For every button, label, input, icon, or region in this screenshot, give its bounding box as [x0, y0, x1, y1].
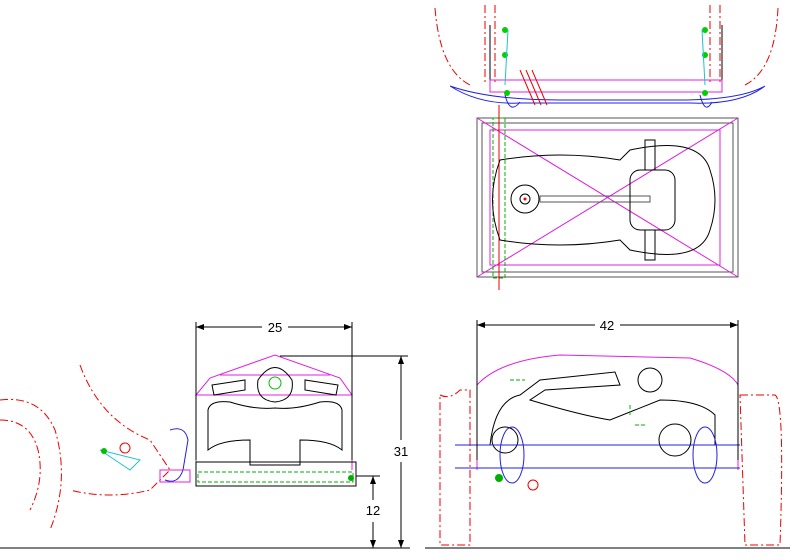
dimension-clearance: 12	[356, 475, 380, 548]
dim-length-lines	[476, 320, 739, 460]
vehicle-fender-right	[744, 7, 779, 86]
enclosure-outline	[489, 129, 721, 266]
dim-clearance-label: 12	[366, 503, 380, 518]
hitch-clamp-right	[692, 426, 718, 484]
hitch-brackets	[504, 94, 713, 108]
armrest-right	[644, 229, 656, 261]
front-view	[194, 354, 357, 487]
front-wheel-side	[491, 426, 519, 454]
dimension-width: 25	[195, 320, 353, 460]
scooter-body-top	[492, 145, 716, 255]
hitch-clamp-left	[499, 426, 525, 484]
dim-width-label: 25	[268, 320, 282, 335]
hitch-receiver	[159, 469, 191, 483]
steering-column-top	[510, 184, 540, 214]
vehicle-wheel-arc-inner	[0, 419, 41, 511]
seat-back-side	[637, 367, 663, 393]
crossbar-end-front	[348, 475, 354, 481]
support-cables	[504, 29, 706, 86]
scooter-body-side	[489, 371, 716, 446]
vehicle-fender-left	[434, 7, 471, 86]
dim-clearance-arrows	[370, 476, 376, 548]
steering-hub	[519, 193, 531, 205]
enclosure-side	[476, 354, 739, 470]
enclosure-roof-front	[194, 354, 353, 396]
tiller-arm	[539, 195, 651, 203]
clamp-markers	[510, 379, 645, 426]
hitch-bar-front	[195, 461, 357, 487]
vehicle-wheel-right	[739, 394, 783, 546]
rear-view-top	[434, 5, 779, 108]
hitch-plate	[99, 449, 141, 471]
hitch-pin	[101, 448, 107, 454]
dim-width-lines	[195, 322, 353, 460]
cargo-deck-rear	[489, 79, 723, 93]
hitch-hook	[164, 428, 189, 482]
carrier-frame-outer	[476, 117, 739, 278]
bolt-markers	[502, 27, 708, 96]
seat-top	[629, 169, 676, 231]
rear-wheel-side	[658, 423, 692, 457]
crossbar-front	[197, 471, 354, 483]
vehicle-side-view	[0, 364, 191, 531]
pivot-mark	[527, 479, 539, 491]
side-view	[439, 354, 783, 546]
steering-hub-front	[268, 376, 282, 390]
vehicle-frame-rails	[484, 5, 721, 85]
plan-view	[476, 105, 739, 290]
carrier-frame-inner	[481, 122, 734, 273]
vehicle-wheel-arc-outer	[0, 398, 62, 531]
seat-front	[207, 401, 343, 466]
hitch-rails-side	[455, 444, 740, 469]
crossbar-end-side	[495, 474, 503, 482]
vehicle-bumper	[69, 364, 171, 496]
vehicle-wheel-left	[439, 389, 471, 546]
dim-height-lines	[280, 355, 408, 548]
hitch-bar-rear	[449, 85, 766, 104]
hitch-receiver-mark	[119, 442, 131, 454]
dim-height-label: 31	[394, 444, 408, 459]
steering-wheel-front	[257, 367, 293, 403]
handlebars-front	[211, 379, 339, 396]
brace-diagonals	[476, 117, 739, 278]
dimension-length: 42	[476, 318, 739, 460]
section-hatch	[519, 69, 548, 106]
dim-length-label: 42	[600, 318, 614, 333]
dimension-height: 31	[280, 355, 408, 548]
steering-center-mark	[523, 197, 527, 201]
armrest-left	[644, 139, 656, 171]
